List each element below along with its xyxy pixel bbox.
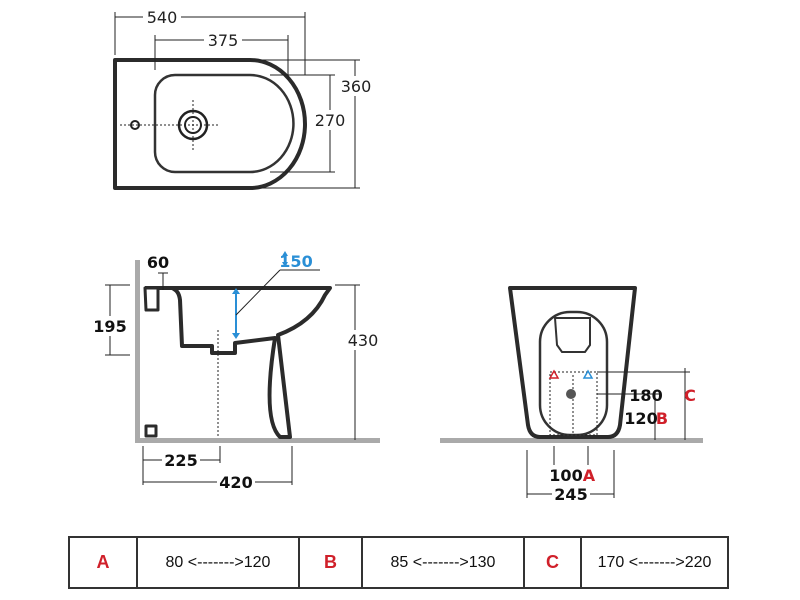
dim-height: 430 (348, 331, 379, 350)
side-view: 150 60 195 430 225 420 (92, 251, 380, 492)
dim-width: 540 (147, 8, 178, 27)
key-a: A (68, 536, 138, 589)
dim-inlet-height: 195 (93, 317, 126, 336)
dim-drain-distance: 225 (164, 451, 197, 470)
dim-b-label: B (656, 409, 668, 428)
dim-front-width: 245 (554, 485, 587, 504)
dim-c-label: C (684, 386, 696, 405)
key-c: C (523, 536, 582, 589)
range-a: 80 <------->120 (136, 536, 300, 589)
dim-water-depth: 150 (279, 252, 312, 271)
dim-rim-offset: 60 (147, 253, 169, 272)
dim-a-value: 100 (549, 466, 582, 485)
range-c: 170 <------->220 (580, 536, 729, 589)
table-row: A 80 <------->120 B 85 <------->130 C 17… (68, 536, 729, 589)
dim-c-value: 180 (629, 386, 662, 405)
dim-inner-width: 375 (208, 31, 239, 50)
key-b: B (298, 536, 363, 589)
front-view: 180 C 120 B 100 A 245 (440, 286, 703, 504)
dim-depth: 360 (341, 77, 372, 96)
dim-b-value: 120 (624, 409, 657, 428)
dim-length: 420 (219, 473, 252, 492)
dim-a-label: A (583, 466, 596, 485)
top-view: 540 375 360 270 (113, 6, 374, 190)
range-b: 85 <------->130 (361, 536, 525, 589)
adjustment-table: A 80 <------->120 B 85 <------->130 C 17… (68, 536, 729, 589)
dim-inner-depth: 270 (315, 111, 346, 130)
